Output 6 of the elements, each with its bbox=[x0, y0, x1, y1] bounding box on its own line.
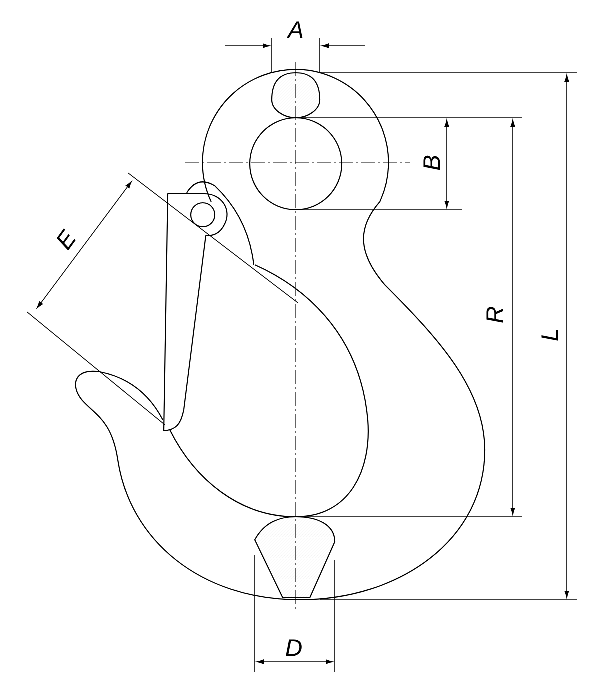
dimension-label: A bbox=[286, 22, 303, 38]
dimension-label: L bbox=[542, 330, 558, 341]
dimension-label: D bbox=[286, 640, 302, 656]
dimension-label: E bbox=[56, 228, 76, 251]
dimension-label: R bbox=[486, 307, 504, 323]
dimension-label: B bbox=[424, 156, 440, 170]
